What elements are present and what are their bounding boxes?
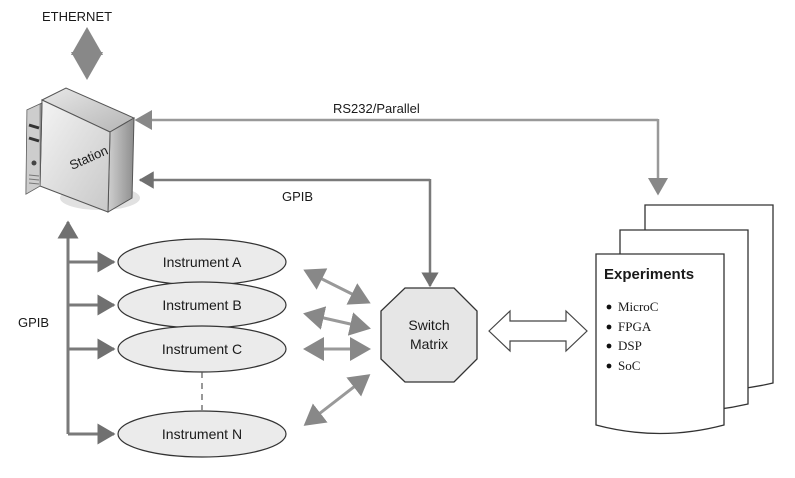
- experiments-list: MicroC FPGA DSP SoC: [606, 299, 658, 373]
- gpib-left-label: GPIB: [18, 315, 49, 330]
- arrow-instrument-n-switch: [303, 374, 371, 426]
- rs232-label: RS232/Parallel: [333, 101, 420, 116]
- experiment-item-microc: MicroC: [618, 299, 658, 314]
- experiment-item-soc: SoC: [618, 358, 640, 373]
- station-server-icon: [25, 87, 140, 213]
- switch-matrix-line1: Switch: [408, 317, 449, 333]
- instrument-a-label: Instrument A: [163, 254, 242, 270]
- instrument-n-label: Instrument N: [162, 426, 242, 442]
- instrument-c-label: Instrument C: [162, 341, 242, 357]
- instrument-b-label: Instrument B: [162, 297, 241, 313]
- experiment-item-fpga: FPGA: [618, 319, 652, 334]
- switch-experiments-block-arrow: [488, 309, 588, 353]
- arrow-instrument-b-switch: [303, 306, 371, 336]
- instrument-c: Instrument C: [117, 325, 287, 373]
- switch-matrix-line2: Matrix: [410, 336, 448, 352]
- experiments-document-stack: [595, 204, 774, 435]
- arrow-instrument-a-switch: [303, 268, 371, 305]
- instrument-a: Instrument A: [117, 238, 287, 286]
- experiment-item-dsp: DSP: [618, 338, 642, 353]
- gpib-top-label: GPIB: [282, 189, 313, 204]
- switch-matrix: Switch Matrix: [380, 287, 478, 383]
- instrument-n: Instrument N: [117, 410, 287, 458]
- experiments-title: Experiments: [604, 266, 694, 283]
- instrument-b: Instrument B: [117, 281, 287, 329]
- ethernet-label: ETHERNET: [42, 9, 112, 24]
